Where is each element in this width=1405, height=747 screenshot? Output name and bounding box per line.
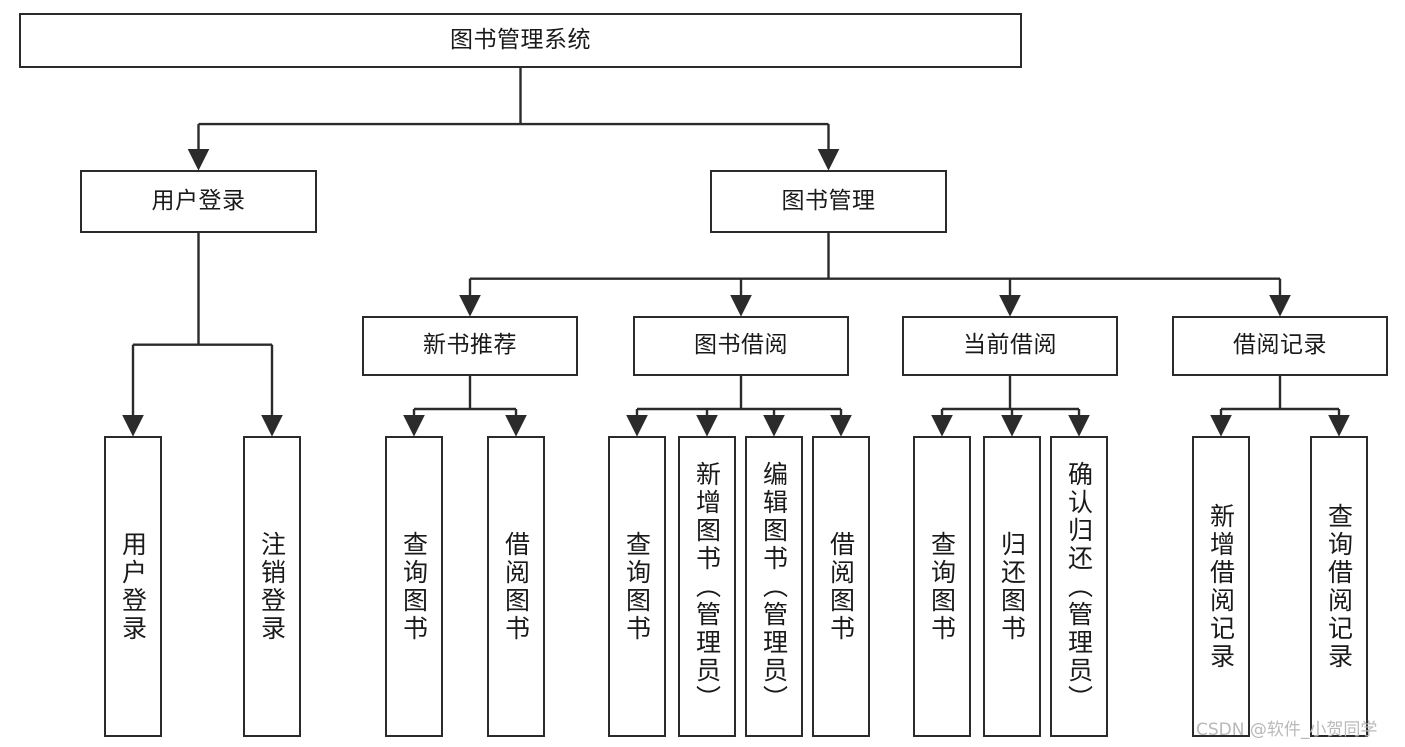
node-l-logout[interactable]: 注销登录	[243, 436, 301, 737]
node-l-bw-query[interactable]: 查询图书	[608, 436, 666, 737]
node-label: 图书借阅	[694, 332, 788, 359]
node-l-cu-return[interactable]: 归还图书	[983, 436, 1041, 737]
node-l-nb-borrow[interactable]: 借阅图书	[487, 436, 545, 737]
node-newbook[interactable]: 新书推荐	[362, 316, 578, 376]
node-label: 图书管理系统	[450, 26, 591, 53]
node-label: 图书管理	[781, 187, 876, 214]
node-label: 查询图书	[399, 530, 429, 643]
node-l-rc-query[interactable]: 查询借阅记录	[1310, 436, 1368, 737]
node-l-cu-query[interactable]: 查询图书	[913, 436, 971, 737]
node-l-rc-add[interactable]: 新增借阅记录	[1192, 436, 1250, 737]
node-l-bw-borrow[interactable]: 借阅图书	[812, 436, 870, 737]
node-label: 借阅图书	[501, 530, 531, 643]
node-label: 确认归还（管理员）	[1064, 460, 1094, 713]
node-label: 当前借阅	[963, 332, 1057, 359]
node-label: 新增借阅记录	[1206, 502, 1236, 671]
node-label: 借阅图书	[826, 530, 856, 643]
node-current[interactable]: 当前借阅	[902, 316, 1118, 376]
node-login[interactable]: 用户登录	[80, 170, 317, 233]
node-l-login[interactable]: 用户登录	[104, 436, 162, 737]
node-borrow[interactable]: 图书借阅	[633, 316, 849, 376]
node-l-bw-edit[interactable]: 编辑图书（管理员）	[745, 436, 803, 737]
node-l-cu-conf[interactable]: 确认归还（管理员）	[1050, 436, 1108, 737]
node-label: 用户登录	[151, 187, 246, 214]
node-bookmgmt[interactable]: 图书管理	[710, 170, 947, 233]
node-label: 查询图书	[622, 530, 652, 643]
watermark: CSDN @软件_小贺同学	[1196, 720, 1378, 740]
node-label: 借阅记录	[1233, 332, 1327, 359]
node-l-bw-add[interactable]: 新增图书（管理员）	[678, 436, 736, 737]
node-label: 查询借阅记录	[1324, 502, 1354, 671]
node-label: 新书推荐	[423, 332, 517, 359]
node-label: 归还图书	[997, 530, 1027, 643]
node-l-nb-query[interactable]: 查询图书	[385, 436, 443, 737]
node-label: 编辑图书（管理员）	[759, 460, 789, 713]
node-root[interactable]: 图书管理系统	[19, 13, 1022, 68]
node-label: 新增图书（管理员）	[692, 460, 722, 713]
node-label: 查询图书	[927, 530, 957, 643]
node-label: 用户登录	[118, 530, 148, 643]
node-label: 注销登录	[257, 530, 287, 643]
node-records[interactable]: 借阅记录	[1172, 316, 1388, 376]
